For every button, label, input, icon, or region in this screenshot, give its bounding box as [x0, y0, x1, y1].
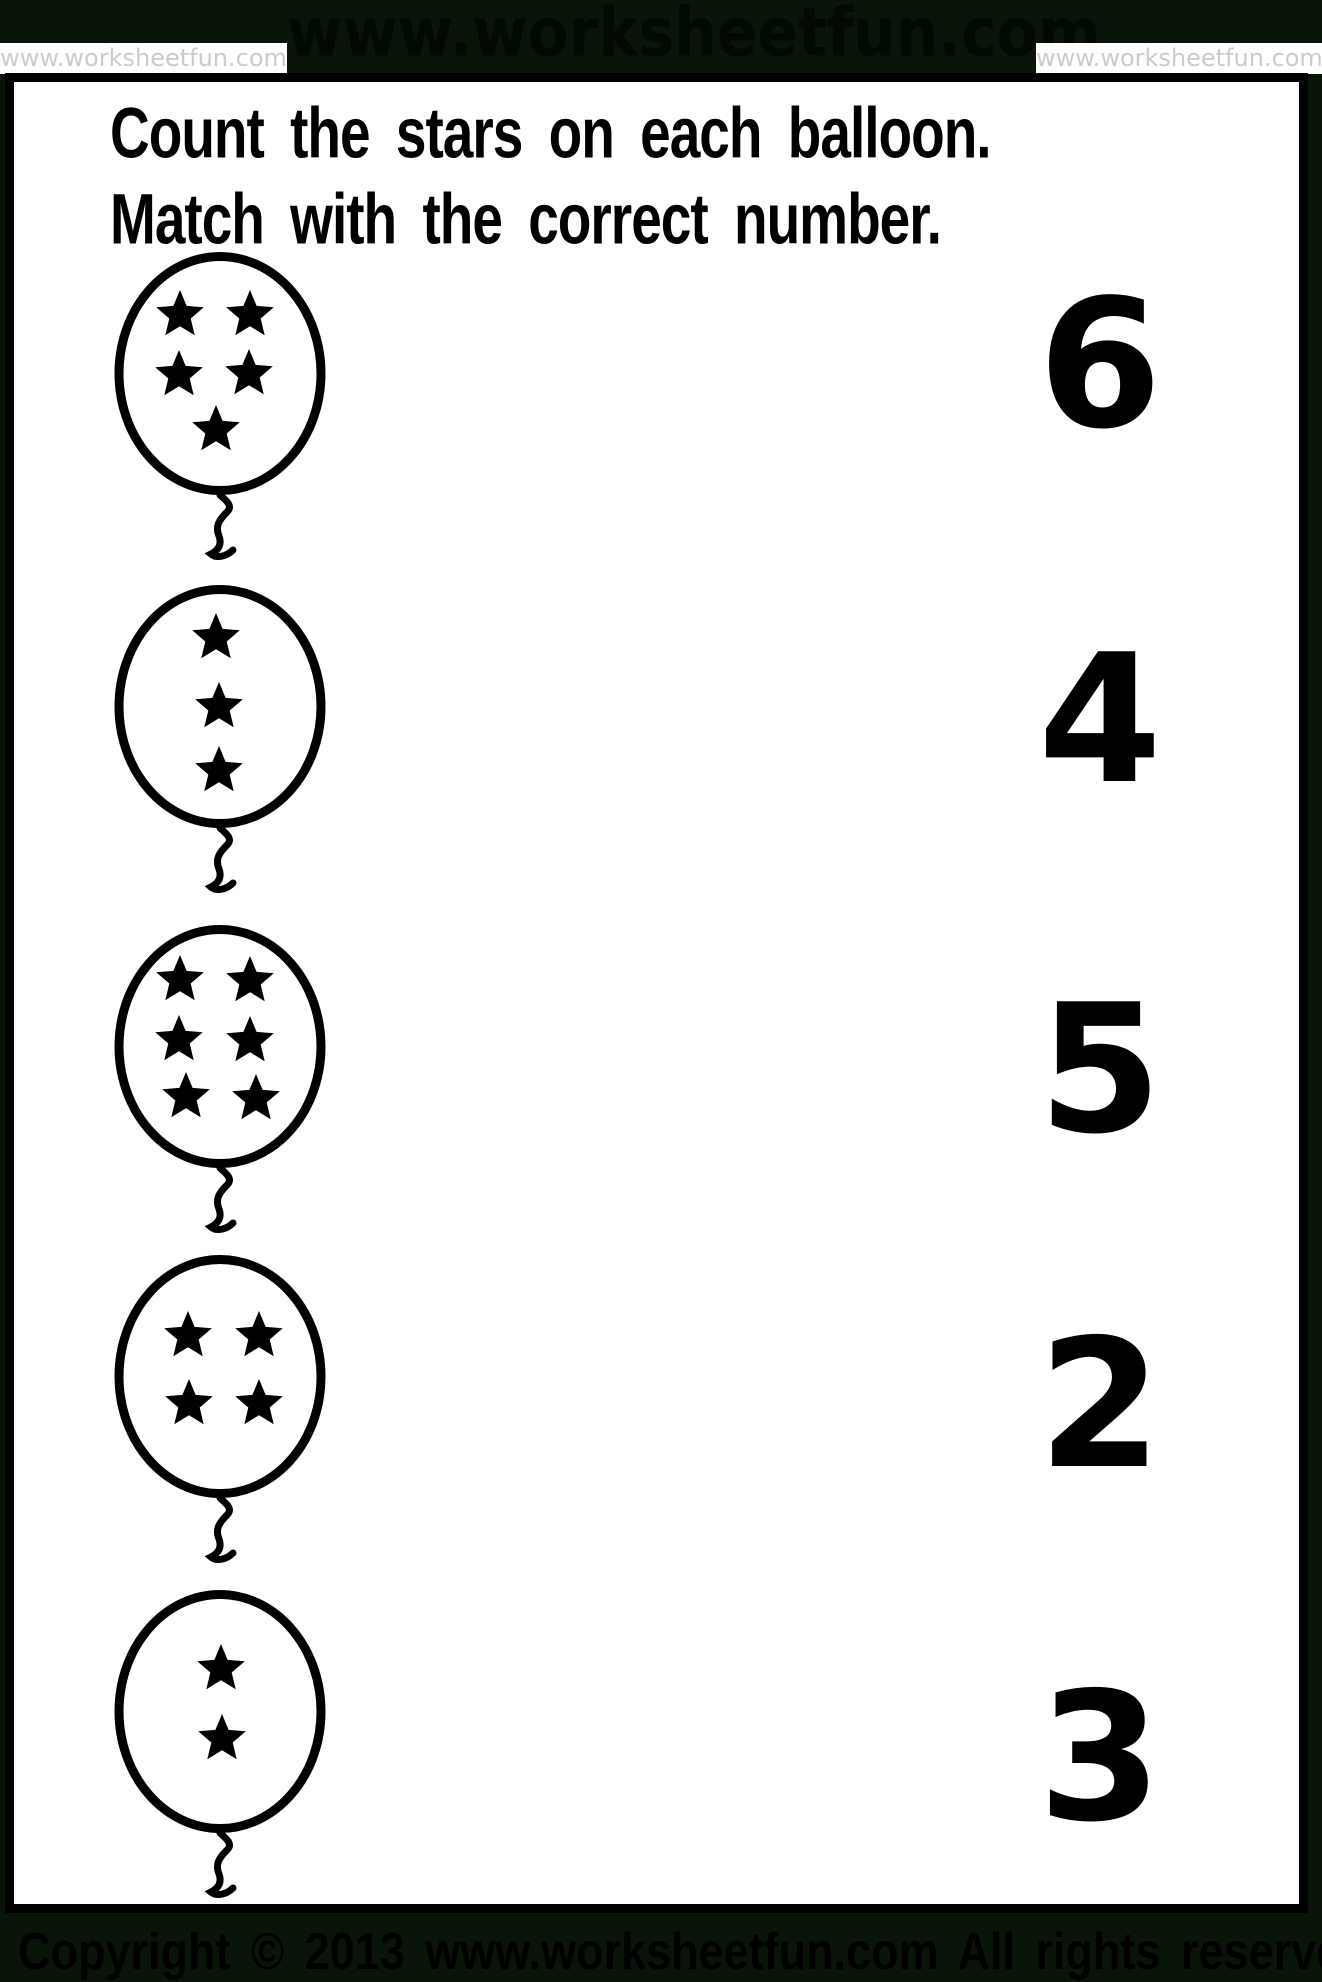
star-icon: [232, 1074, 280, 1120]
worksheet-title: Count the stars on each balloon. Match w…: [110, 90, 992, 262]
star-icon: [235, 1379, 283, 1425]
balloon-2: [114, 585, 326, 894]
balloon-outline: [114, 252, 326, 495]
match-number-3: 3: [1038, 1654, 1162, 1861]
star-icon: [192, 613, 240, 659]
worksheet-page: Count the stars on each balloon. Match w…: [5, 73, 1308, 1913]
star-icon: [156, 955, 204, 1001]
star-icon: [197, 1644, 245, 1690]
star-icon: [155, 1015, 203, 1061]
title-line-2: Match with the correct number.: [110, 178, 942, 259]
watermark-top-center: www.worksheetfun.com: [287, 0, 1101, 73]
star-icon: [235, 1311, 283, 1357]
balloon-outline: [114, 925, 326, 1168]
balloon-1: [114, 252, 326, 561]
match-number-2: 2: [1038, 1301, 1162, 1508]
star-icon: [198, 1714, 246, 1760]
star-icon: [165, 1379, 213, 1425]
star-icon: [162, 1072, 210, 1118]
star-icon: [164, 1311, 212, 1357]
match-number-5: 5: [1038, 966, 1162, 1173]
star-icon: [195, 746, 243, 792]
balloon-outline: [114, 1255, 326, 1498]
balloon-3: [114, 925, 326, 1234]
balloon-string: [204, 1494, 237, 1564]
watermark-top-right: www.worksheetfun.com: [1036, 43, 1322, 74]
watermark-top-left: www.worksheetfun.com: [0, 43, 287, 74]
star-icon: [226, 956, 274, 1002]
star-icon: [155, 350, 203, 396]
balloon-string: [204, 491, 237, 561]
star-icon: [195, 682, 243, 728]
match-number-4: 4: [1038, 616, 1162, 823]
balloon-string: [204, 1829, 237, 1899]
star-icon: [226, 290, 274, 336]
match-number-6: 6: [1038, 261, 1162, 468]
star-icon: [192, 405, 240, 451]
star-icon: [226, 1016, 274, 1062]
balloon-5: [114, 1590, 326, 1899]
title-line-1: Count the stars on each balloon.: [110, 92, 992, 174]
balloon-outline: [114, 1590, 326, 1833]
balloon-4: [114, 1255, 326, 1564]
star-icon: [156, 290, 204, 336]
star-icon: [225, 349, 273, 395]
balloon-string: [204, 1164, 237, 1234]
balloon-string: [204, 824, 237, 894]
copyright-text: Copyright © 2013 www.worksheetfun.com Al…: [18, 1922, 1322, 1981]
